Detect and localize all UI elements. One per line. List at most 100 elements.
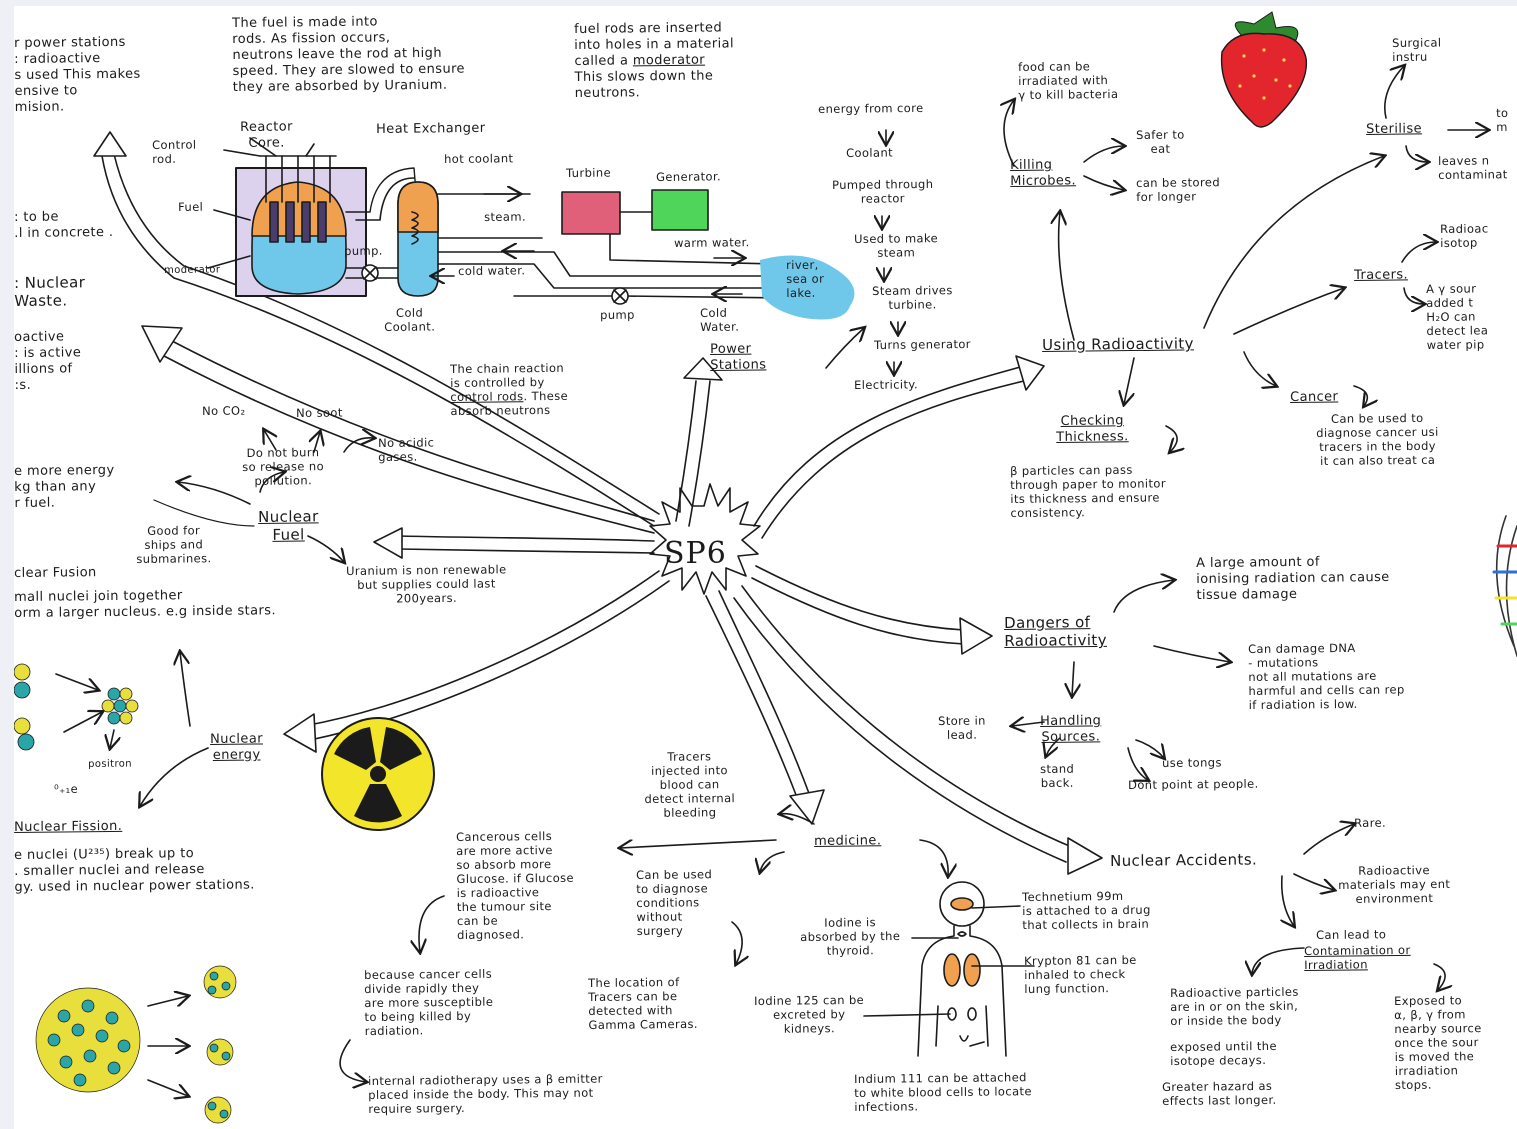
branch-using (753, 355, 1045, 539)
hub-title: SP6 (664, 536, 727, 571)
branch-nuclear-fuel (373, 527, 655, 559)
surgical-fragment: Surgical instru (1392, 35, 1442, 64)
waste-concrete-fragment: : to be .l in concrete . (14, 209, 114, 241)
stored-longer-label: can be stored for longer (1136, 175, 1221, 204)
human-body-drawing (863, 881, 1035, 1057)
positron-label: positron (88, 758, 133, 770)
technetium-note: Technetium 99m is attached to a drug tha… (1022, 888, 1151, 932)
tracers-title: Tracers. (1354, 267, 1409, 283)
more-energy-fragment: e more energy kg than any r fuel. (14, 462, 115, 511)
fission-text: e nuclei (U²³⁵) break up to . smaller nu… (14, 846, 255, 895)
radiation-hazard-symbol (321, 717, 435, 831)
fusion-text: mall nuclei join together orm a larger n… (14, 588, 277, 621)
indium-note: Indium 111 can be attached to white bloo… (854, 1070, 1032, 1114)
use-tongs-label: use tongs (1162, 755, 1222, 770)
step-energy-from-core: energy from core (818, 100, 924, 116)
to-fragment: to m (1496, 105, 1509, 134)
generator-label: Generator. (656, 169, 722, 184)
step-make-steam: Used to make steam (854, 231, 939, 260)
control-rod-label: Control rod. (152, 137, 197, 166)
dangers-title: Dangers of Radioactivity (1004, 613, 1108, 650)
branch-waste-top (93, 131, 660, 527)
divide-rapidly-note: because cancer cells divide rapidly they… (364, 966, 494, 1038)
particles-skin-note: Radioactive particles are in or on the s… (1170, 984, 1299, 1028)
dna-damage-note: Can damage DNA - mutations not all mutat… (1248, 640, 1405, 712)
power-stations-title: Power Stations (710, 341, 767, 373)
rare-label: Rare. (1354, 815, 1387, 830)
mind-map-sheet: SP6 The fuel is made into rods. As fissi… (14, 6, 1517, 1129)
ships-label: Good for ships and submarines. (136, 523, 212, 566)
exposed-irradiation-note: Exposed to α, β, γ from nearby source on… (1394, 993, 1482, 1092)
tracers-blood-note: Tracers injected into blood can detect i… (644, 749, 736, 820)
pump-bottom-label: pump (600, 307, 635, 322)
handling-sources-title: Handling Sources. (1040, 713, 1102, 745)
materials-environment-note: Radioactive materials may ent environmen… (1338, 863, 1451, 906)
uranium-label: Uranium is non renewable but supplies co… (346, 562, 507, 606)
tissue-damage-note: A large amount of ionising radiation can… (1196, 554, 1390, 603)
cancerous-cells-note: Cancerous cells are more active so absor… (456, 828, 575, 942)
cold-water-bottom-label: Cold Water. (700, 305, 740, 334)
step-electricity: Electricity. (854, 377, 919, 392)
strawberry-drawing (1220, 11, 1308, 128)
reactor-core-label: Reactor Core. (240, 119, 293, 151)
stand-back-label: stand back. (1040, 761, 1075, 790)
checking-thickness-title: Checking Thickness. (1056, 413, 1129, 445)
moderator-note: fuel rods are inserted into holes in a m… (574, 20, 735, 102)
gamma-source-water-fragment: A γ sour added t H₂O can detect lea wate… (1426, 281, 1489, 352)
internal-radiotherapy-note: internal radiotherapy uses a β emitter p… (368, 1071, 603, 1116)
mind-map-drawing (14, 11, 1517, 1124)
chain-reaction-note: The chain reaction is controlled by cont… (450, 361, 568, 418)
medicine-title: medicine. (814, 833, 882, 849)
nuclear-energy-title: Nuclear energy (210, 731, 263, 763)
leaves-fragment: leaves n contaminat (1438, 153, 1508, 182)
chain-reaction-pre: The chain reaction is controlled by (450, 360, 565, 390)
hot-coolant-label: hot coolant (444, 151, 514, 166)
hub-starburst (649, 483, 761, 595)
cold-water-top-label: cold water. (458, 263, 526, 278)
fission-nucleus-drawing (35, 965, 237, 1124)
step-turns-generator: Turns generator (874, 336, 971, 352)
iodine125-note: Iodine 125 can be excreted by kidneys. (754, 992, 865, 1036)
waste-top-fragment: r power stations : radioactive s used Th… (14, 34, 141, 115)
cancer-text: Can be used to diagnose cancer usi trace… (1316, 410, 1439, 468)
exposed-until-note: exposed until the isotope decays. (1170, 1038, 1277, 1068)
no-co2-label: No CO₂ (202, 403, 246, 418)
reactor-diagram (207, 137, 855, 320)
heat-exchanger-label: Heat Exchanger (376, 120, 486, 137)
dna-drawing (1492, 515, 1517, 657)
fusion-title: clear Fusion (14, 565, 97, 581)
nuclear-waste-title: : Nuclear Waste. (14, 273, 86, 310)
moderator-label: moderator (164, 264, 221, 276)
moderator-word: moderator (632, 52, 706, 69)
fuel-rods-note: The fuel is made into rods. As fission o… (232, 14, 465, 95)
branch-dangers (751, 565, 993, 655)
branch-medicine (705, 590, 825, 825)
diagnose-note: Can be used to diagnose conditions witho… (636, 867, 713, 938)
branch-nuclear-waste (141, 325, 655, 534)
step-pumped: Pumped through reactor (832, 176, 934, 206)
step-coolant: Coolant (846, 145, 894, 160)
fuel-label: Fuel (178, 199, 204, 214)
can-lead-to-label: Can lead to (1316, 927, 1387, 942)
nuclear-fuel-title: Nuclear Fuel (258, 507, 319, 544)
branch-accidents (733, 585, 1103, 875)
store-in-lead-label: Store in lead. (938, 713, 986, 742)
killing-microbes-title: Killing Microbes. (1010, 157, 1077, 189)
no-soot-label: No soot (296, 405, 343, 420)
river-label: river, sea or lake. (786, 257, 825, 300)
tracers-location-note: The location of Tracers can be detected … (588, 975, 699, 1032)
thickness-text: β particles can pass through paper to mo… (1010, 462, 1167, 520)
cancer-title: Cancer (1290, 389, 1339, 405)
sterilise-title: Sterilise (1366, 121, 1423, 137)
pump-left-label: pump. (344, 243, 383, 258)
dont-point-label: Dont point at people. (1128, 776, 1259, 792)
steam-label: steam. (484, 209, 527, 224)
turbine-label: Turbine (566, 165, 612, 180)
fission-title: Nuclear Fission. (14, 818, 123, 835)
using-radioactivity-title: Using Radioactivity (1042, 334, 1194, 354)
radioactive-isotope-fragment: Radioac isotop (1440, 221, 1489, 250)
greater-hazard-note: Greater hazard as effects last longer. (1162, 1078, 1277, 1108)
no-acidic-label: No acidic gases. (378, 435, 435, 464)
step-drives-turbine: Steam drives turbine. (872, 283, 953, 312)
safer-to-eat-label: Safer to eat (1136, 127, 1185, 156)
